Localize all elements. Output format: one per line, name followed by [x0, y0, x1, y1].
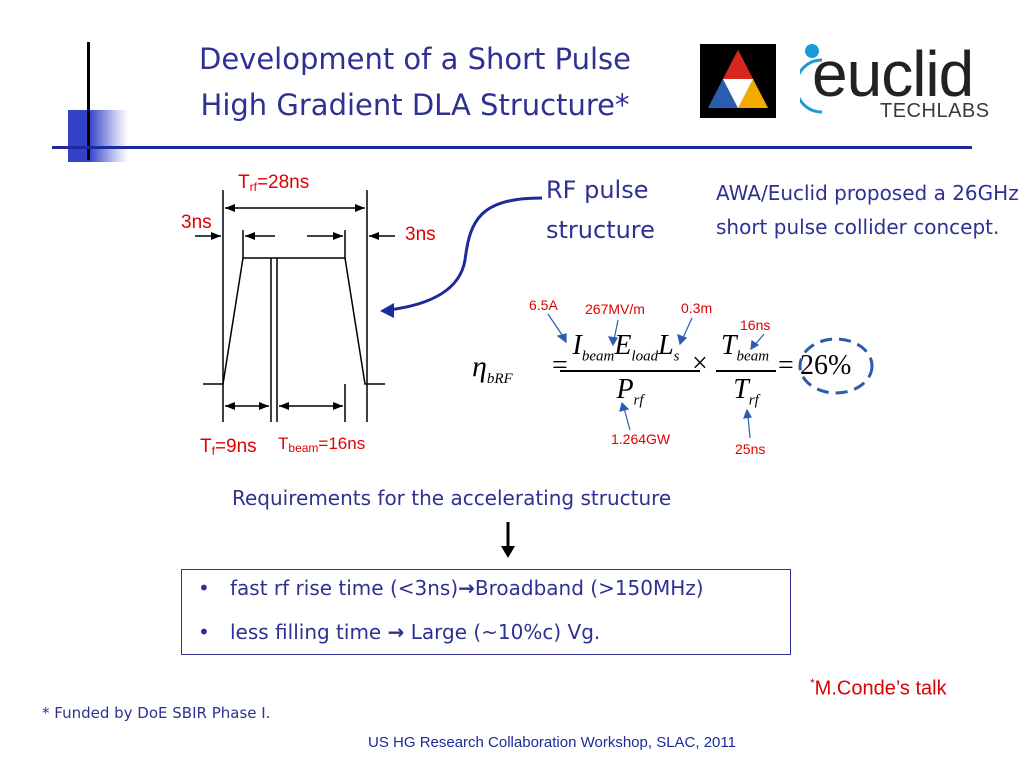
annotation-power: 1.264GW [611, 431, 671, 447]
title-accent-vertical-line [87, 42, 90, 160]
formula-fraction-bar-1 [560, 370, 700, 372]
requirement-item-2: •less filling time → Large (~10%c) Vg. [198, 620, 601, 644]
rf-pulse-label-line1: RF pulse [546, 176, 649, 204]
annotation-tbeam: 16ns [740, 317, 771, 333]
annotation-trf: 25ns [735, 441, 766, 457]
result-highlight-ellipse [798, 337, 874, 395]
trf-label: Trf=28ns [238, 172, 310, 194]
title-line-2: High Gradient DLA Structure* [200, 88, 630, 122]
bullet-icon: • [198, 576, 210, 600]
title-line-1: Development of a Short Pulse [198, 42, 631, 76]
rf-pulse-diagram [195, 190, 395, 422]
fall-time-label: 3ns [405, 224, 436, 245]
rise-time-label: 3ns [181, 212, 212, 233]
formula-fraction-bar-2 [716, 370, 776, 372]
curved-pointer-arrow-icon [380, 196, 543, 318]
down-arrow-icon [501, 522, 515, 558]
slide-footer: US HG Research Collaboration Workshop, S… [368, 734, 736, 751]
annotation-arrows [547, 313, 765, 439]
slide-title: Development of a Short Pulse High Gradie… [140, 36, 690, 128]
annotation-length: 0.3m [681, 300, 713, 316]
efficiency-formula: ηbRF = IbeamEloadLs Prf × Tbeam Trf = 26… [470, 330, 890, 420]
euclid-logo-wordmark: euclid [812, 38, 974, 110]
rf-pulse-structure-label: RF pulse structure [546, 170, 655, 250]
requirement-item-1: •fast rf rise time (<3ns)→Broadband (>15… [198, 576, 704, 600]
annotation-gradient: 267MV/m [585, 301, 645, 317]
formula-numerator-2: Tbeam [720, 330, 770, 365]
euclid-logo-dot-icon [805, 44, 819, 58]
formula-eta: ηbRF [472, 350, 513, 387]
formula-equals-1: = [552, 350, 568, 381]
tbeam-label: Tbeam=16ns [278, 434, 366, 455]
requirements-box: •fast rf rise time (<3ns)→Broadband (>15… [181, 569, 791, 655]
awa-euclid-concept-text: AWA/Euclid proposed a 26GHz short pulse … [716, 181, 1019, 239]
formula-times: × [692, 348, 708, 379]
formula-numerator-1: IbeamEloadLs [572, 330, 680, 365]
awa-logo-icon [700, 44, 776, 118]
formula-denominator-1: Prf [616, 374, 644, 409]
conde-talk-note: *M.Conde’s talk [810, 676, 947, 700]
euclid-logo-arc-icon [800, 58, 823, 114]
requirements-heading: Requirements for the accelerating struct… [232, 486, 672, 510]
title-rule [52, 146, 972, 149]
right-arrow-icon: → [458, 576, 475, 600]
funding-note: * Funded by DoE SBIR Phase I. [42, 704, 271, 722]
formula-denominator-2: Trf [733, 374, 759, 409]
bullet-icon: • [198, 620, 210, 644]
formula-result: 26% [800, 350, 852, 381]
pulse-waveform [203, 257, 385, 385]
annotation-current: 6.5A [529, 297, 558, 313]
rf-pulse-label-line2: structure [546, 216, 655, 244]
tf-label: Tf=9ns [200, 436, 257, 458]
right-arrow-icon: → [387, 620, 405, 644]
formula-equals-2: = [778, 350, 794, 381]
euclid-logo-subtitle: TECHLABS [880, 100, 990, 122]
title-accent-square [68, 110, 128, 162]
